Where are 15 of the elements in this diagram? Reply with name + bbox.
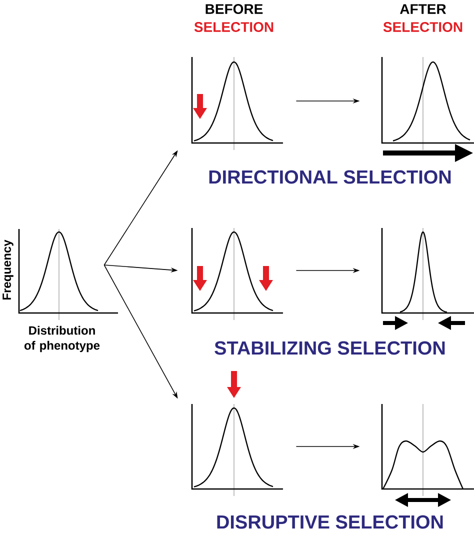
distribution-graph [191, 228, 283, 320]
column-heading: BEFORE [206, 4, 263, 14]
distribution-graph [381, 228, 474, 320]
selection-title: DISRUPTIVE SELECTION [217, 515, 443, 529]
column-heading: SELECTION [383, 22, 462, 32]
axis-label: Frequency [2, 240, 14, 300]
distribution-graph [381, 404, 474, 496]
selection-title: DIRECTIONAL SELECTION [209, 170, 451, 184]
column-heading: AFTER [400, 4, 446, 14]
column-heading: SELECTION [194, 22, 274, 32]
distribution-graph [381, 56, 474, 150]
selection-title: STABILIZING SELECTION [214, 341, 445, 355]
distribution-graph [191, 56, 283, 150]
distribution-graph [191, 404, 283, 496]
axis-label: Distribution of phenotype [24, 326, 100, 352]
